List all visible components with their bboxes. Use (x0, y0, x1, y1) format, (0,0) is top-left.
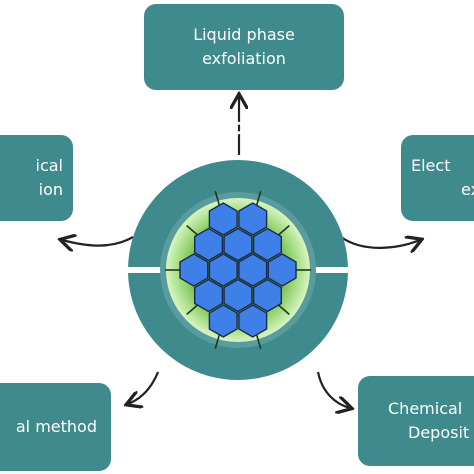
lattice-bond (214, 333, 221, 350)
box-right-line1: Elect (411, 156, 451, 175)
lattice-hexagon (238, 304, 268, 338)
lattice-bond (186, 224, 199, 237)
box-bottom-right-method: Chemical Deposit (358, 376, 474, 466)
lattice-bond (277, 224, 290, 237)
top-down-label: Top-down (173, 115, 305, 159)
lattice-hexagon (238, 253, 268, 287)
arrow-to-right (340, 237, 420, 248)
box-top-line1: Liquid phase (193, 25, 295, 44)
lattice-bond (214, 190, 221, 207)
lattice-bond (255, 333, 262, 350)
lattice-hexagon (208, 253, 238, 287)
box-right-method: Elect ex (401, 135, 474, 221)
lattice-hexagon (238, 202, 268, 236)
lattice-bond (186, 303, 199, 316)
box-right-line2: ex (461, 180, 474, 199)
lattice-hexagon (208, 202, 238, 236)
hexagon-lattice (164, 190, 312, 350)
lattice-hexagon (179, 253, 209, 287)
box-bottom-right-line1: Chemical (388, 399, 463, 418)
lattice-bond (277, 303, 290, 316)
box-left-method: ical ion (0, 135, 73, 221)
lattice-hexagon (252, 278, 282, 313)
arrow-to-bottom-right (316, 371, 350, 408)
box-bottom-right-line2: Deposit (408, 423, 470, 442)
lattice-hexagon (193, 227, 224, 262)
box-bottom-left-method: al method (0, 383, 111, 471)
box-liquid-phase-exfoliation: Liquid phase exfoliation (144, 4, 344, 90)
svg-text:Top-down: Top-down (173, 115, 305, 159)
box-left-line1: ical (35, 156, 64, 175)
box-top-line2: exfoliation (202, 49, 286, 68)
arrow-to-left (62, 237, 134, 246)
box-bottom-left-line1: al method (15, 417, 97, 436)
lattice-hexagon (193, 278, 224, 313)
lattice-hexagon (208, 304, 238, 338)
lattice-hexagon (267, 253, 297, 287)
lattice-hexagon (223, 227, 253, 262)
lattice-hexagon (223, 278, 253, 313)
lattice-hexagon (252, 227, 282, 262)
lattice-bond (255, 190, 262, 207)
arrow-to-bottom-left (128, 371, 160, 404)
box-left-line2: ion (38, 180, 63, 199)
